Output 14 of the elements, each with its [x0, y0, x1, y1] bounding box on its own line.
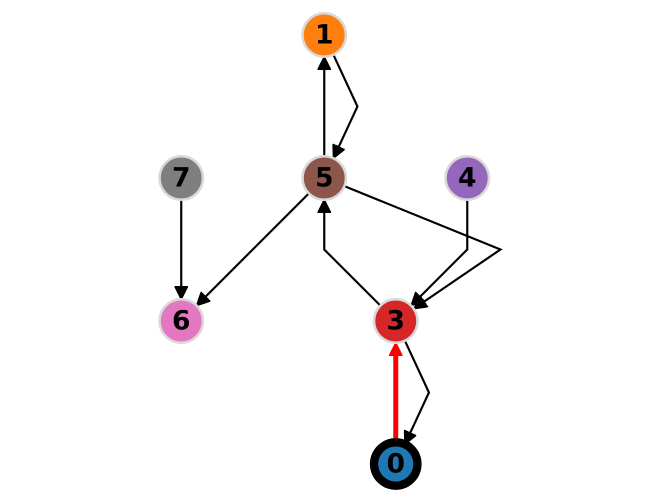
- arrow: [316, 56, 332, 156]
- node-circle: 3: [372, 298, 419, 344]
- arrow: [332, 54, 359, 159]
- arrow: [196, 192, 310, 306]
- node-circle: 5: [301, 155, 348, 201]
- arrow: [410, 200, 468, 306]
- arrow: [174, 200, 189, 300]
- node-circle: 1: [301, 12, 348, 58]
- node-circle: 4: [444, 155, 490, 201]
- node-circle: 7: [158, 155, 204, 201]
- arrow: [344, 185, 503, 310]
- node-circle: 6: [158, 298, 204, 344]
- node-circle: 0: [370, 438, 422, 490]
- arrow: [316, 199, 382, 306]
